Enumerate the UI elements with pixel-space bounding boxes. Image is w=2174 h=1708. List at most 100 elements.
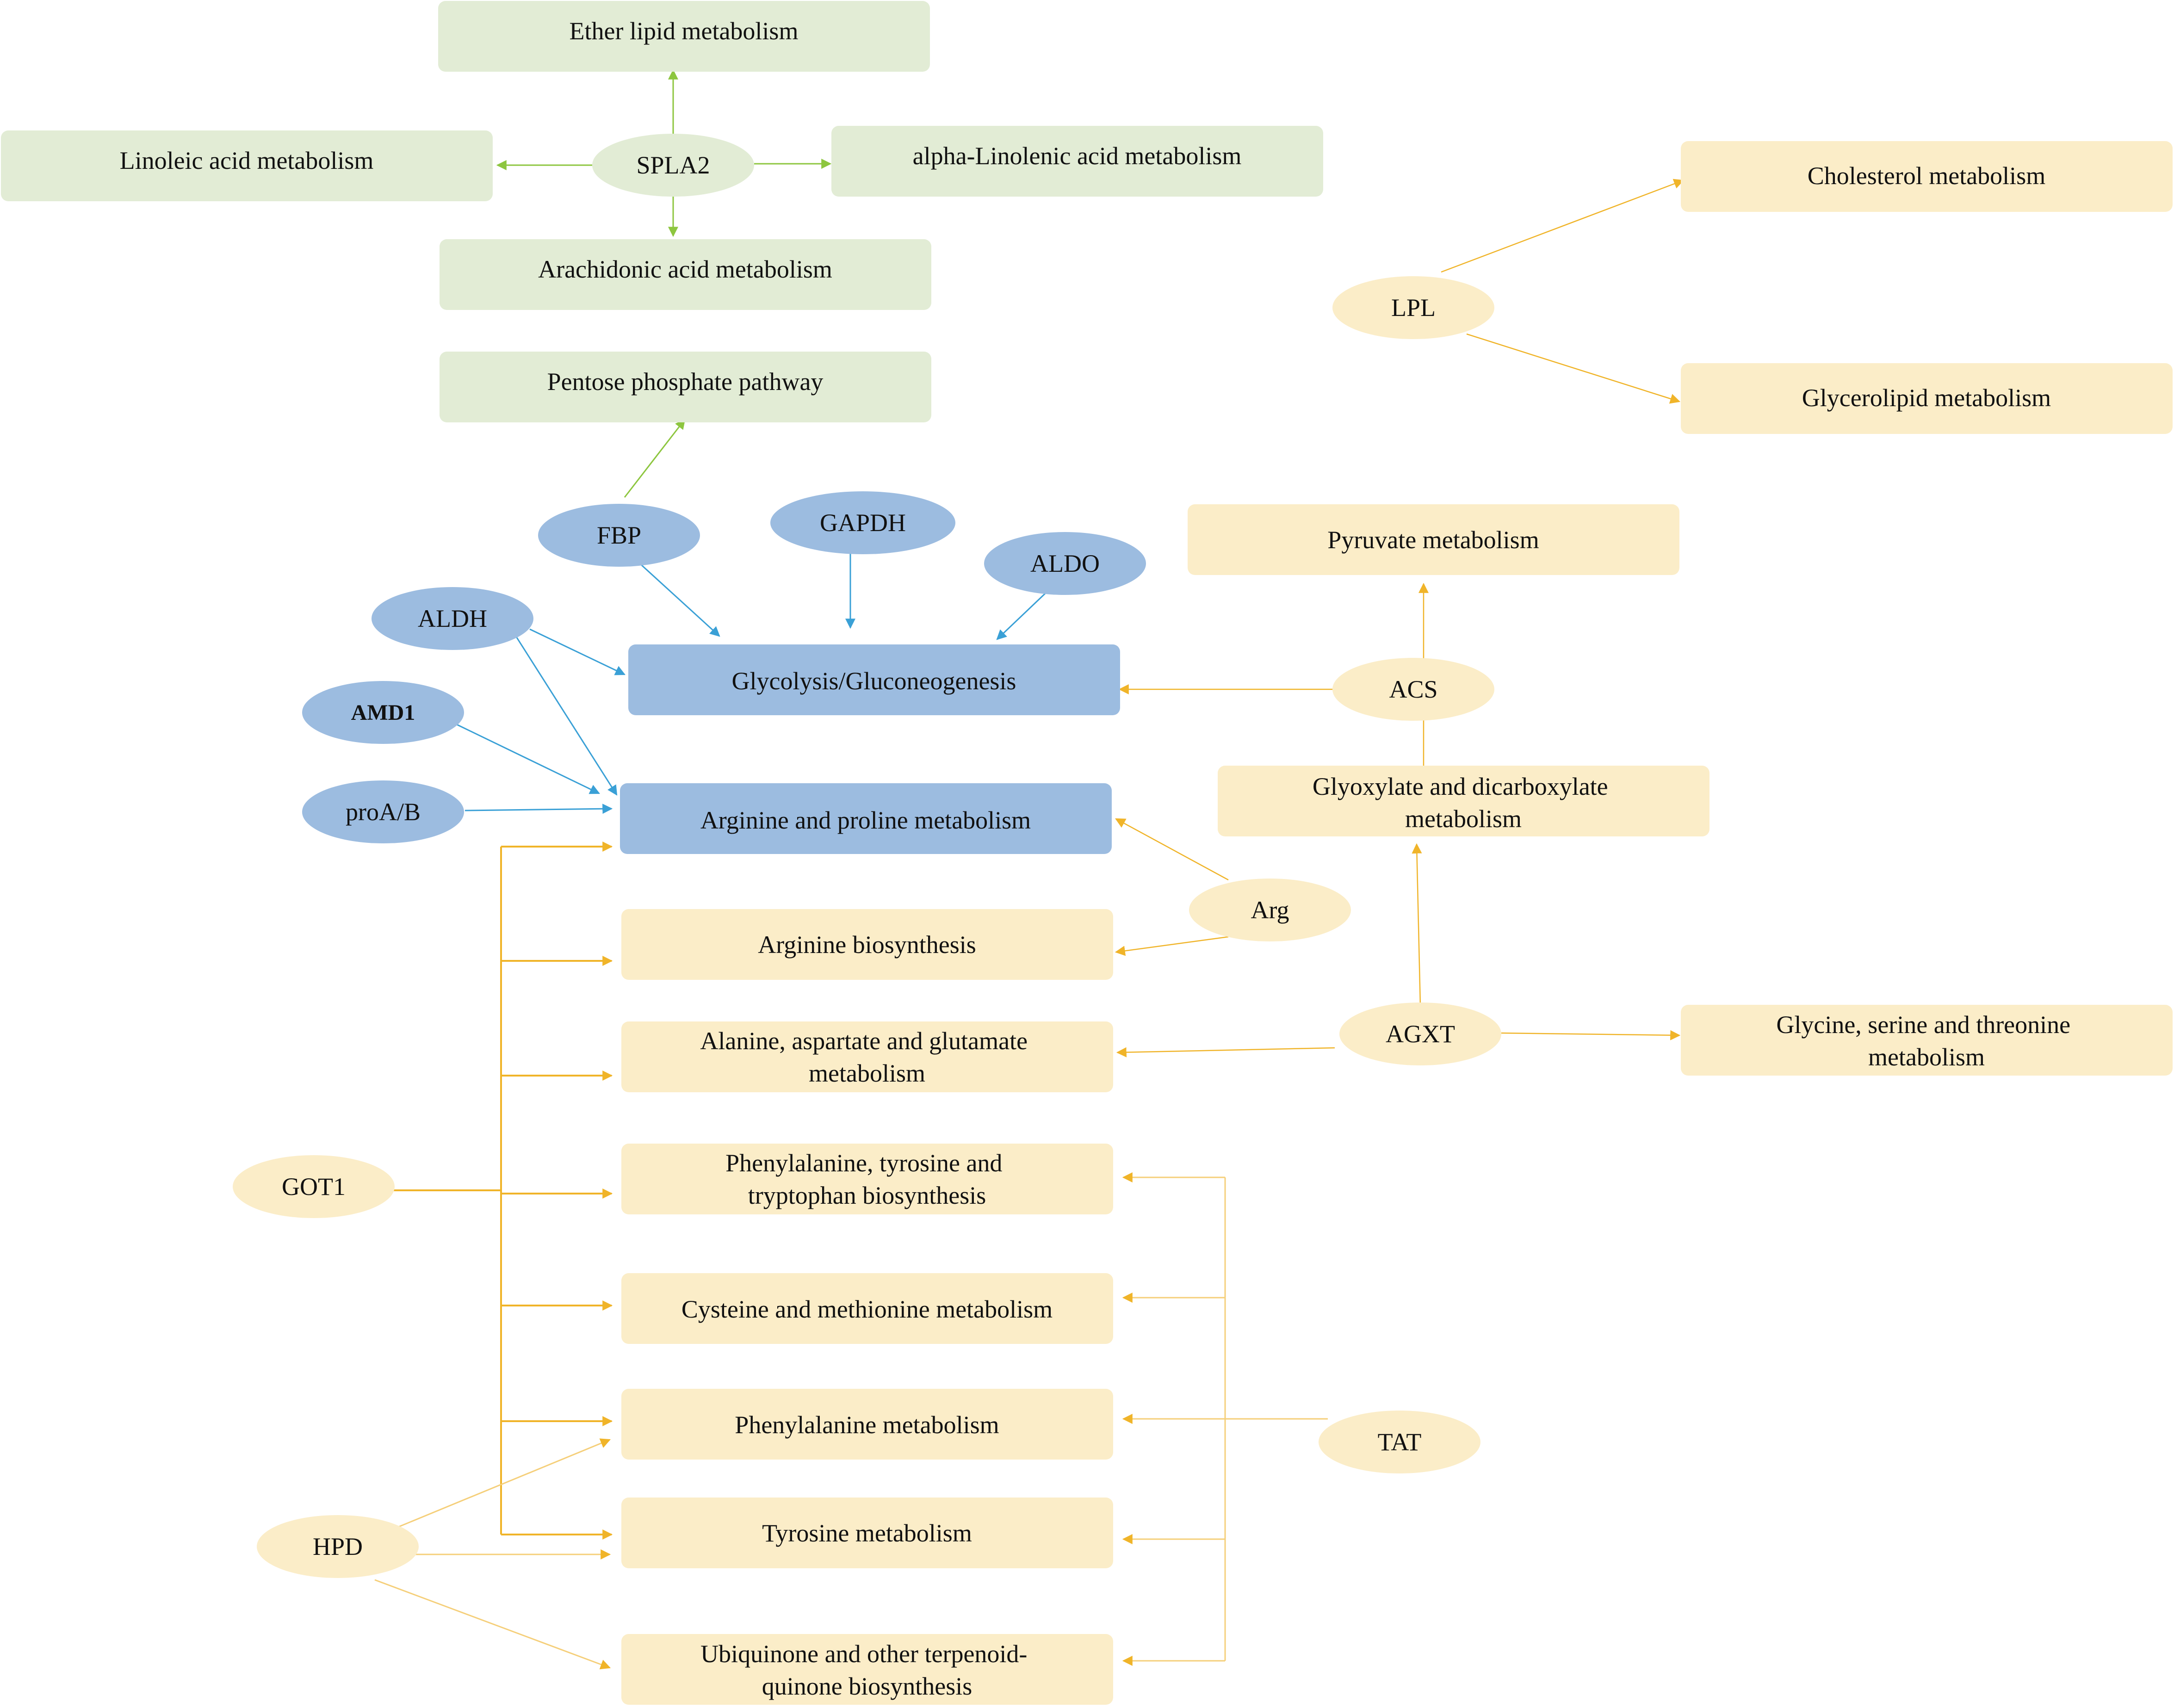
connectors: [374, 69, 1685, 1670]
node-acs: ACS: [1332, 658, 1494, 721]
label-line: Arginine biosynthesis: [758, 931, 976, 959]
node-shape: [1319, 1411, 1480, 1473]
edge-hpd-phenylalanine: [395, 1438, 611, 1529]
edge-proab-arginine-proline: [465, 804, 613, 814]
node-label: Arg: [1251, 896, 1289, 924]
label-line: Phenylalanine metabolism: [735, 1411, 999, 1439]
node-label: AGXT: [1386, 1020, 1455, 1048]
edge-agxt-glyoxylate: [1412, 843, 1422, 1007]
pathway-phe-tyr-trp: Phenylalanine, tyrosine and tryptophan b…: [621, 1144, 1113, 1214]
node-lpl: LPL: [1332, 276, 1494, 339]
node-shape: [302, 780, 464, 843]
edge-fbp-glycolysis: [640, 563, 720, 637]
box: [1681, 1005, 2173, 1076]
label-line: Glycolysis/Gluconeogenesis: [732, 667, 1016, 695]
box: [621, 1021, 1113, 1092]
node-label: FBP: [597, 521, 641, 549]
label-line: Ubiquinone and other terpenoid-: [700, 1640, 1027, 1668]
edge-lpl-cholesterol: [1441, 179, 1685, 273]
pathway-alpha-linolenic: alpha-Linolenic acid metabolism: [831, 126, 1323, 197]
node-shape: [372, 587, 533, 650]
svg-text:Tyrosine metabolism: Tyrosine metabolism: [762, 1519, 972, 1547]
pathway-tyrosine: Tyrosine metabolism: [621, 1498, 1113, 1568]
box: [1681, 141, 2173, 212]
node-gapdh: GAPDH: [770, 491, 955, 554]
box: [1681, 363, 2173, 434]
node-shape: [1189, 879, 1351, 941]
edge-hpd-ubiquinone: [374, 1579, 611, 1670]
node-aldo: ALDO: [984, 532, 1146, 595]
node-amd1: AMD1: [302, 681, 464, 744]
svg-text:Glycerolipid metabolism: Glycerolipid metabolism: [1802, 384, 2051, 412]
pathway-cholesterol: Cholesterol metabolism: [1681, 141, 2173, 212]
label-line: metabolism: [809, 1059, 925, 1087]
svg-text:Glycine, serine and threonine: Glycine, serine and threonine metabolism: [1776, 1011, 2076, 1071]
svg-text:Glycolysis/Gluconeogenesis: Glycolysis/Gluconeogenesis: [732, 667, 1016, 695]
svg-text:Ubiquinone and other terpenoid: Ubiquinone and other terpenoid- quinone …: [700, 1640, 1034, 1700]
node-shape: [984, 532, 1146, 595]
edge-amd1-arginine-proline: [455, 723, 600, 794]
box: [621, 1144, 1113, 1214]
node-label: ALDH: [418, 605, 487, 632]
box: [440, 352, 931, 422]
label-line: Arachidonic acid metabolism: [538, 255, 832, 283]
svg-text:Arginine and proline metabolis: Arginine and proline metabolism: [700, 806, 1031, 834]
node-shape: [770, 491, 955, 554]
node-label: AMD1: [351, 700, 415, 725]
svg-text:Glyoxylate and dicarboxylate: Glyoxylate and dicarboxylate metabolism: [1313, 773, 1614, 833]
node-got1: GOT1: [233, 1155, 395, 1218]
node-fbp: FBP: [538, 504, 700, 567]
box: [621, 1498, 1113, 1568]
node-agxt: AGXT: [1339, 1003, 1501, 1065]
node-proab: proA/B: [302, 780, 464, 843]
node-label: GOT1: [282, 1173, 346, 1201]
gene-nodes: SPLA2 LPL FBP GAPDH ALDO ALDH AMD1 proA: [233, 134, 1501, 1578]
box: [1218, 766, 1709, 836]
box: [621, 1389, 1113, 1460]
svg-text:Arachidonic acid metabolism: Arachidonic acid metabolism: [538, 255, 832, 283]
node-label: HPD: [313, 1533, 363, 1560]
label-line: Cysteine and methionine metabolism: [681, 1295, 1053, 1323]
label-line: Pentose phosphate pathway: [547, 368, 824, 396]
label-line: Linoleic acid metabolism: [120, 147, 374, 174]
node-label: SPLA2: [636, 151, 710, 179]
label-line: metabolism: [1405, 805, 1522, 833]
box: [621, 909, 1113, 980]
box: [831, 126, 1323, 197]
svg-text:alpha-Linolenic acid metabolis: alpha-Linolenic acid metabolism: [913, 142, 1242, 170]
label-line: Arginine and proline metabolism: [700, 806, 1031, 834]
edge-aldh-glycolysis: [529, 628, 626, 675]
node-label: GAPDH: [820, 509, 906, 537]
node-label: ACS: [1389, 675, 1437, 703]
node-shape: [1332, 658, 1494, 721]
box: [1188, 504, 1679, 575]
node-label: ALDO: [1030, 550, 1100, 577]
edge-agxt-alanine: [1116, 1047, 1335, 1058]
node-shape: [1339, 1003, 1501, 1065]
box: [438, 1, 930, 72]
svg-text:Alanine, aspartate and glutama: Alanine, aspartate and glutamate metabol…: [700, 1027, 1034, 1087]
label-line: quinone biosynthesis: [762, 1672, 972, 1700]
svg-text:Cysteine and methionine metabo: Cysteine and methionine metabolism: [681, 1295, 1053, 1323]
label-line: Ether lipid metabolism: [570, 17, 799, 45]
svg-text:Cholesterol metabolism: Cholesterol metabolism: [1808, 162, 2045, 190]
node-tat: TAT: [1319, 1411, 1480, 1473]
label-line: Glycine, serine and threonine: [1776, 1011, 2070, 1039]
pathway-arginine-bio: Arginine biosynthesis: [621, 909, 1113, 980]
label-line: Alanine, aspartate and glutamate: [700, 1027, 1028, 1055]
box: [628, 644, 1120, 715]
svg-text:Ether lipid metabolism: Ether lipid metabolism: [570, 17, 799, 45]
box: [1, 130, 493, 201]
box: [620, 783, 1112, 854]
node-label: proA/B: [346, 798, 421, 826]
svg-text:Linoleic acid metabolism: Linoleic acid metabolism: [120, 147, 374, 174]
node-shape: [257, 1515, 419, 1578]
node-aldh: ALDH: [372, 587, 533, 650]
svg-text:Pyruvate metabolism: Pyruvate metabolism: [1327, 526, 1539, 554]
pathway-pyruvate: Pyruvate metabolism: [1188, 504, 1679, 575]
svg-text:Pentose phosphate pathway: Pentose phosphate pathway: [547, 368, 824, 396]
svg-text:Arginine biosynthesis: Arginine biosynthesis: [758, 931, 976, 959]
pathway-glycolysis: Glycolysis/Gluconeogenesis: [628, 644, 1120, 715]
node-hpd: HPD: [257, 1515, 419, 1578]
